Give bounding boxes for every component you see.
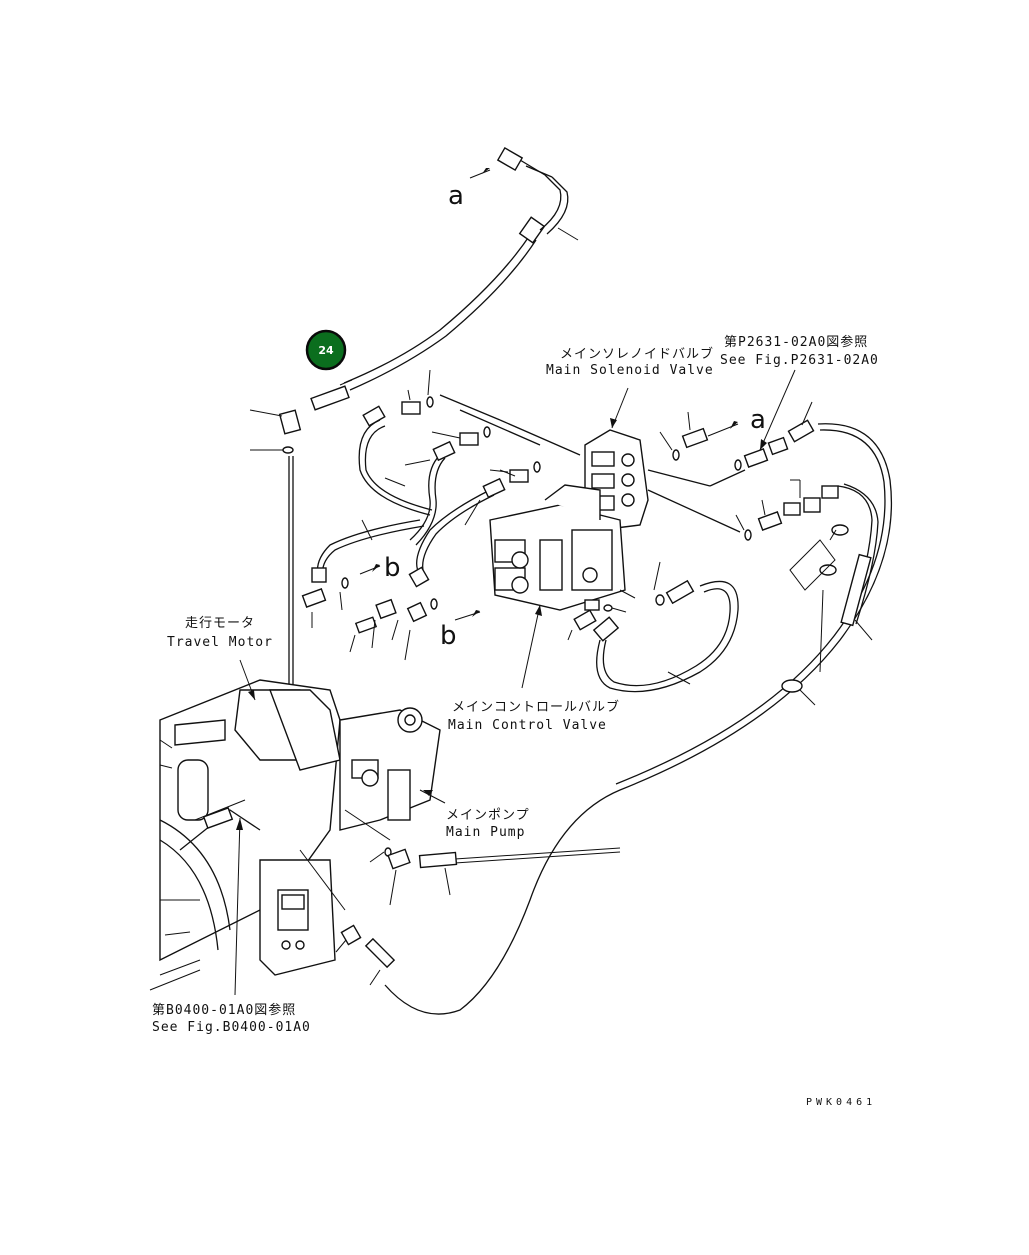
left-hose-bundle bbox=[316, 369, 581, 579]
text-labels: メインソレノイドバルブ Main Solenoid Valve 第P2631-0… bbox=[152, 181, 879, 1108]
main-control-label-en: Main Control Valve bbox=[448, 718, 607, 733]
see-fig-b0400-en: See Fig.B0400-01A0 bbox=[152, 1020, 311, 1035]
drawing-code: PWK0461 bbox=[806, 1097, 876, 1108]
main-pump-label-en: Main Pump bbox=[446, 825, 525, 840]
main-pump-label-jp: メインポンプ bbox=[446, 808, 530, 823]
middle-hose bbox=[567, 561, 739, 693]
callout-24[interactable]: 24 bbox=[305, 329, 347, 371]
lower-left-fittings bbox=[301, 564, 481, 661]
right-fittings bbox=[647, 369, 839, 541]
see-fig-p2631-en: See Fig.P2631-02A0 bbox=[720, 353, 879, 368]
right-hose-loop bbox=[384, 423, 893, 1015]
marker-a-top: a bbox=[448, 181, 464, 211]
fitting-24 bbox=[249, 379, 353, 690]
main-control-label-jp: メインコントロールバルブ bbox=[452, 699, 620, 715]
travel-motor-label-jp: 走行モータ bbox=[185, 616, 255, 631]
marker-b-upper: b bbox=[384, 553, 401, 583]
main-solenoid-valve bbox=[584, 387, 649, 531]
travel-motor-label-en: Travel Motor bbox=[167, 635, 273, 650]
main-solenoid-label-jp: メインソレノイドバルブ bbox=[560, 346, 714, 362]
see-fig-p2631-jp: 第P2631-02A0図参照 bbox=[724, 334, 868, 350]
travel-motor-assembly bbox=[149, 659, 458, 996]
main-control-valve bbox=[489, 484, 626, 689]
upper-hose bbox=[343, 146, 579, 391]
callout-number: 24 bbox=[318, 344, 334, 357]
marker-b-lower: b bbox=[440, 621, 457, 651]
marker-a-right: a bbox=[750, 405, 766, 435]
main-solenoid-label-en: Main Solenoid Valve bbox=[546, 363, 714, 378]
see-fig-b0400-jp: 第B0400-01A0図参照 bbox=[152, 1002, 296, 1018]
